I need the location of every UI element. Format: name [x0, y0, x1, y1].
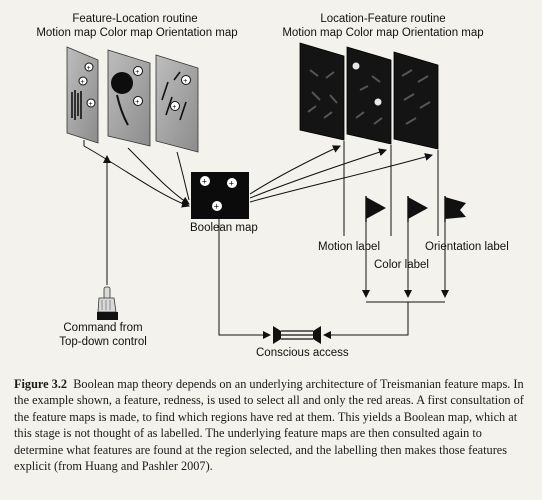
color-label: Color label [374, 259, 429, 271]
arrows [83, 140, 449, 339]
caption-text: Boolean map theory depends on an underly… [14, 377, 524, 474]
svg-text:+: + [202, 177, 207, 187]
figure: + + + + + + + [36, 13, 509, 359]
left-color-map: + + [107, 49, 151, 147]
left-routine-subtitle: Motion map Color map Orientation map [36, 27, 238, 39]
pointing-hand-icon [97, 286, 118, 320]
conscious-access-label: Conscious access [256, 347, 349, 359]
figure-caption: Figure 3.2 Boolean map theory depends on… [14, 376, 534, 474]
svg-text:+: + [214, 202, 219, 212]
svg-text:+: + [81, 79, 85, 86]
boolean-map-label: Boolean map [190, 222, 258, 234]
command-label-line2: Top-down control [59, 336, 147, 348]
color-flag-icon [407, 196, 428, 222]
motion-flag-icon [365, 196, 386, 222]
figure-number: Figure 3.2 [14, 377, 68, 391]
right-color-map [346, 46, 392, 145]
svg-text:+: + [172, 104, 176, 111]
conscious-access-icon [273, 326, 321, 344]
left-orientation-map: + + [155, 54, 199, 153]
command-label-line1: Command from [63, 322, 143, 334]
right-routine-subtitle: Motion map Color map Orientation map [282, 27, 484, 39]
svg-text:+: + [89, 101, 93, 108]
svg-text:+: + [135, 99, 139, 106]
diagram: + + + + + + + [66, 42, 466, 344]
svg-text:+: + [183, 78, 187, 85]
svg-text:+: + [87, 65, 91, 72]
orientation-label: Orientation label [425, 241, 509, 253]
svg-text:+: + [229, 179, 234, 189]
orientation-flag-icon [444, 196, 466, 222]
left-routine-title: Feature-Location routine [72, 13, 198, 25]
left-motion-map: + + + [66, 46, 99, 144]
right-orientation-map [393, 51, 439, 150]
boolean-map-box: + + + [191, 172, 249, 219]
right-routine-title: Location-Feature routine [320, 13, 446, 25]
motion-label: Motion label [318, 241, 381, 253]
right-motion-map [299, 42, 345, 141]
svg-text:+: + [135, 69, 139, 76]
